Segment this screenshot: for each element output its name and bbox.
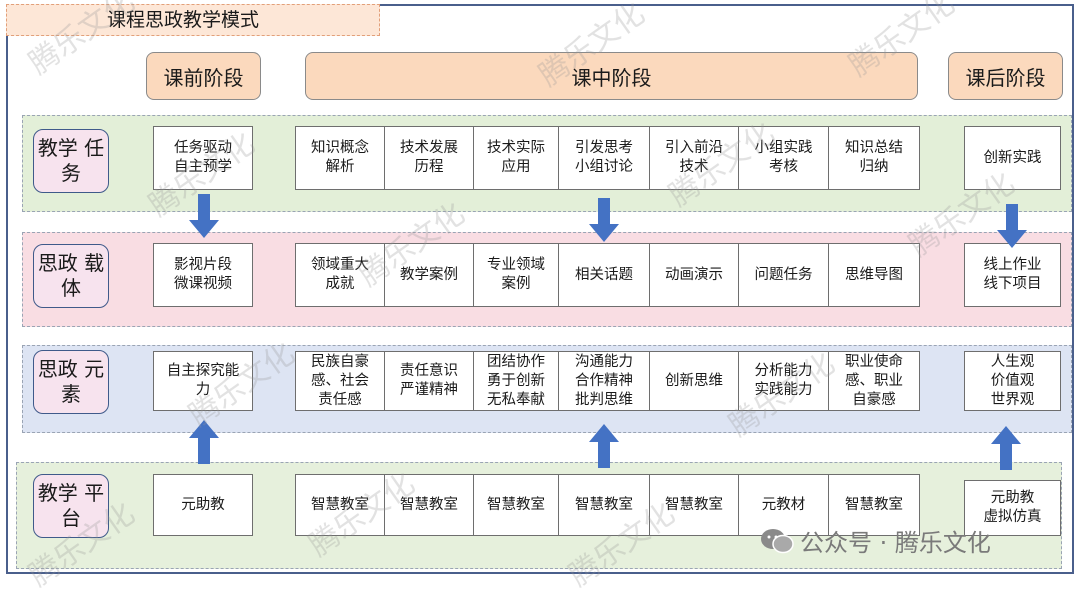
arrow-down-icon bbox=[997, 204, 1027, 248]
cell-mid-1: 智慧教室 bbox=[295, 474, 385, 536]
arrow-down-icon bbox=[189, 194, 219, 238]
diagram-title: 课程思政教学模式 bbox=[6, 4, 380, 36]
phase-in-class: 课中阶段 bbox=[305, 52, 918, 100]
cell-mid-3: 团结协作 勇于创新 无私奉献 bbox=[473, 351, 559, 411]
row-label-ideology-element: 思政 元素 bbox=[33, 350, 109, 414]
cell-mid-6: 小组实践 考核 bbox=[738, 126, 829, 190]
cell-mid-3: 智慧教室 bbox=[473, 474, 559, 536]
cell-pre: 任务驱动 自主预学 bbox=[153, 126, 253, 190]
cell-mid-3: 技术实际 应用 bbox=[473, 126, 559, 190]
cell-pre: 元助教 bbox=[153, 474, 253, 536]
cell-mid-1: 领域重大 成就 bbox=[295, 243, 385, 307]
cell-post: 元助教 虚拟仿真 bbox=[964, 480, 1061, 536]
footer-text: 公众号 · 腾乐文化 bbox=[800, 529, 991, 557]
arrow-up-icon bbox=[589, 424, 619, 468]
cell-mid-7: 职业使命 感、职业 自豪感 bbox=[828, 351, 920, 411]
cell-mid-6: 问题任务 bbox=[738, 243, 829, 307]
cell-mid-2: 教学案例 bbox=[384, 243, 474, 307]
cell-mid-4: 智慧教室 bbox=[558, 474, 650, 536]
cell-mid-1: 知识概念 解析 bbox=[295, 126, 385, 190]
cell-post: 创新实践 bbox=[964, 126, 1061, 190]
row-label-teaching-task: 教学 任务 bbox=[33, 129, 109, 193]
cell-post: 人生观 价值观 世界观 bbox=[964, 351, 1061, 411]
cell-mid-4: 沟通能力 合作精神 批判思维 bbox=[558, 351, 650, 411]
cell-mid-6: 元教材 bbox=[738, 474, 829, 536]
row-label-ideology-carrier: 思政 载体 bbox=[33, 244, 109, 308]
cell-mid-1: 民族自豪 感、社会 责任感 bbox=[295, 351, 385, 411]
cell-mid-5: 智慧教室 bbox=[649, 474, 739, 536]
cell-mid-2: 责任意识 严谨精神 bbox=[384, 351, 474, 411]
row-label-teaching-platform: 教学 平台 bbox=[33, 474, 109, 538]
cell-mid-5: 创新思维 bbox=[649, 351, 739, 411]
cell-mid-7: 智慧教室 bbox=[828, 474, 920, 536]
cell-mid-4: 相关话题 bbox=[558, 243, 650, 307]
cell-mid-2: 智慧教室 bbox=[384, 474, 474, 536]
cell-mid-4: 引发思考 小组讨论 bbox=[558, 126, 650, 190]
diagram-frame bbox=[6, 4, 1074, 574]
cell-mid-7: 知识总结 归纳 bbox=[828, 126, 920, 190]
footer-watermark: 公众号 · 腾乐文化 bbox=[760, 523, 991, 558]
arrow-down-icon bbox=[589, 198, 619, 242]
phase-pre-class: 课前阶段 bbox=[146, 52, 261, 100]
cell-mid-5: 动画演示 bbox=[649, 243, 739, 307]
wechat-icon bbox=[761, 528, 794, 553]
cell-mid-5: 引入前沿 技术 bbox=[649, 126, 739, 190]
phase-post-class: 课后阶段 bbox=[948, 52, 1063, 100]
cell-mid-2: 技术发展 历程 bbox=[384, 126, 474, 190]
cell-mid-7: 思维导图 bbox=[828, 243, 920, 307]
cell-post: 线上作业 线下项目 bbox=[964, 243, 1061, 307]
cell-pre: 自主探究能 力 bbox=[153, 351, 253, 411]
arrow-up-icon bbox=[991, 426, 1021, 470]
cell-mid-3: 专业领域 案例 bbox=[473, 243, 559, 307]
cell-pre: 影视片段 微课视频 bbox=[153, 243, 253, 307]
arrow-up-icon bbox=[189, 420, 219, 464]
cell-mid-6: 分析能力 实践能力 bbox=[738, 351, 829, 411]
